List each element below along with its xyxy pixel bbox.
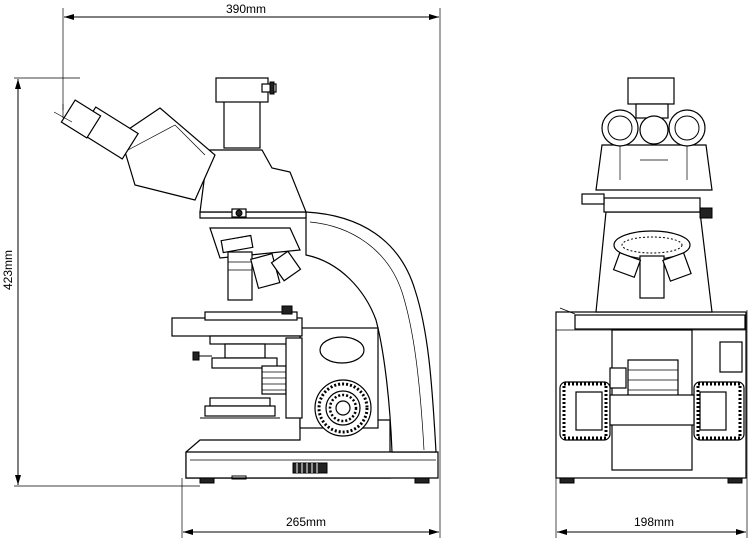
- dimension-198: 198mm: [555, 310, 748, 538]
- objective-3: [270, 250, 302, 282]
- camera-port: [223, 99, 261, 149]
- dimension-label-198: 198mm: [634, 515, 674, 529]
- head-body: [199, 149, 307, 213]
- front-camera-port: [627, 77, 675, 105]
- front-objective-center: [639, 255, 665, 299]
- label-plate: [319, 336, 365, 364]
- front-focus-knob-right: [693, 381, 745, 441]
- front-head: [595, 144, 713, 191]
- light-switch: [292, 462, 328, 474]
- binocular-tube: [119, 107, 216, 201]
- condenser: [224, 343, 266, 359]
- front-stage: [574, 314, 746, 330]
- head-base: [199, 211, 307, 219]
- objective-2: [250, 252, 281, 290]
- foot-right: [414, 477, 430, 484]
- dimension-label-423: 423mm: [1, 250, 15, 290]
- dimension-423: 423mm: [1, 77, 200, 487]
- front-eyepiece-right: [668, 109, 706, 147]
- dimension-390: 390mm: [62, 2, 441, 478]
- arm: [305, 211, 437, 453]
- field-lens: [209, 397, 271, 407]
- foot-left: [199, 477, 215, 484]
- dimension-label-390: 390mm: [226, 2, 266, 16]
- side-view-microscope: [53, 77, 439, 484]
- dimension-label-265: 265mm: [286, 515, 326, 529]
- condenser-knob: [261, 365, 287, 395]
- front-eyepiece-left: [601, 109, 639, 147]
- objective-1: [227, 251, 253, 301]
- base-slot: [231, 475, 247, 480]
- front-focus-knob-left: [559, 381, 611, 441]
- front-view-microscope: [555, 77, 747, 484]
- stage: [171, 317, 303, 337]
- dimension-265: 265mm: [181, 478, 441, 538]
- front-condenser-knob: [719, 341, 743, 373]
